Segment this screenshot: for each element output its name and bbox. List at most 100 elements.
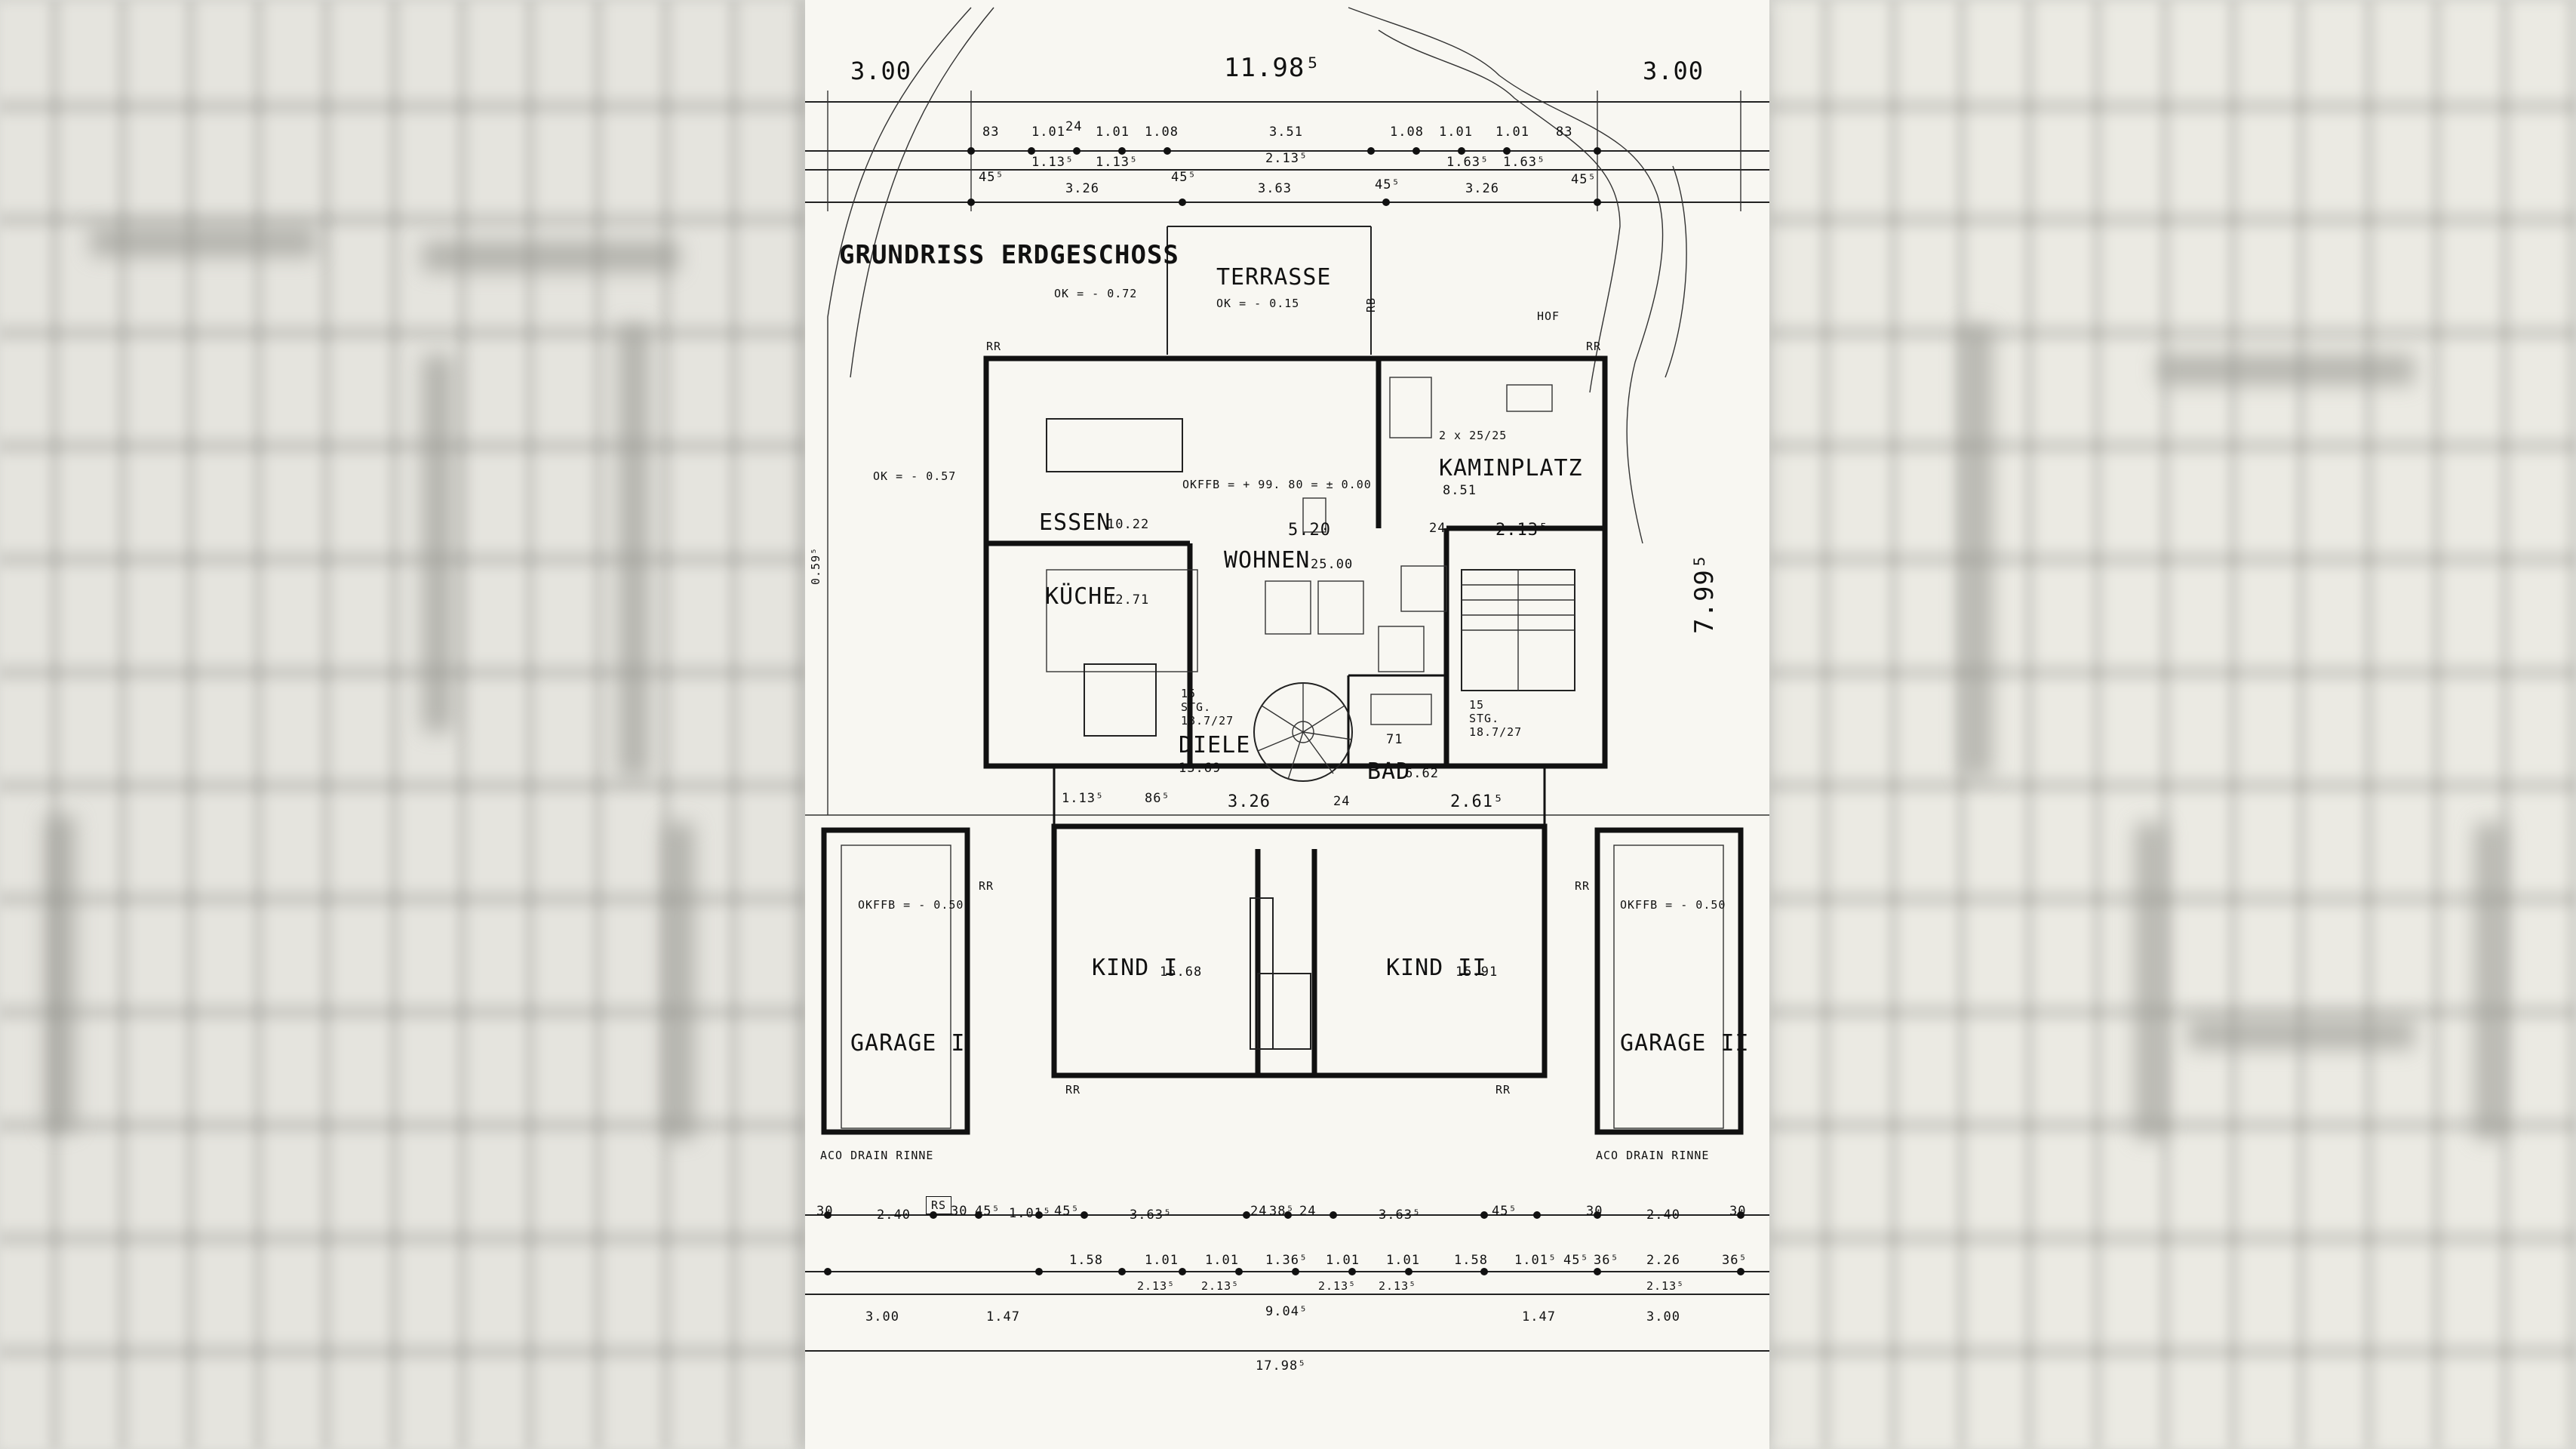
room-stair-right: 15 STG. 18.7/27: [1469, 698, 1523, 739]
dim-top-left: 3.00: [850, 57, 912, 85]
dim-bot-r3-4: 2.13⁵: [1646, 1279, 1685, 1293]
room-bad: BAD: [1367, 758, 1411, 785]
dim-top-center: 11.98⁵: [1224, 53, 1321, 83]
landscape-curves: [827, 7, 1687, 815]
dim-bot-r2-10: 2.26: [1646, 1253, 1680, 1268]
room-wohnen: WOHNEN: [1224, 547, 1311, 574]
dim-top-r1-0: 83: [982, 125, 1000, 140]
bottom-dimension-lines: [805, 1211, 1769, 1352]
dim-bot-r1-2: 30: [951, 1204, 968, 1219]
dim-bot-r1-10: 3.63⁵: [1379, 1208, 1422, 1223]
dim-top-r1-2: 24: [1065, 119, 1083, 134]
dim-bot-r3-0: 2.13⁵: [1137, 1279, 1176, 1293]
dim-bot-r2-9: 36⁵: [1594, 1253, 1619, 1268]
dim-bot-r3-3: 2.13⁵: [1379, 1279, 1417, 1293]
blur-shape: [619, 325, 649, 777]
dim-diele-2: 3.26: [1228, 792, 1271, 811]
marker-rb: RB: [1364, 297, 1379, 313]
dim-bot-r4-3: 1.47: [1522, 1309, 1556, 1324]
room-kaminplatz: KAMINPLATZ: [1439, 455, 1583, 481]
dim-bot-r2-8: 45⁵: [1563, 1253, 1589, 1268]
dim-bot-r4-4: 3.00: [1646, 1309, 1680, 1324]
dim-bot-r1-9: 24: [1299, 1204, 1317, 1219]
dim-top-r3-2: 45⁵: [1171, 170, 1197, 185]
blur-shape: [2135, 823, 2166, 1140]
room-wohnen-area: 25.00: [1311, 557, 1354, 572]
dim-top-r1-3: 1.01: [1096, 125, 1130, 140]
dim-top-r3-6: 45⁵: [1571, 172, 1597, 187]
room-kaminplatz-area: 8.51: [1443, 483, 1477, 498]
dim-bot-r2-5: 1.01: [1386, 1253, 1420, 1268]
dim-bot-r4-1: 1.47: [986, 1309, 1020, 1324]
dim-bot-r1-7: 24: [1250, 1204, 1268, 1219]
dim-diele-0: 1.13⁵: [1062, 791, 1105, 806]
dim-top-r3-0: 45⁵: [979, 170, 1004, 185]
blur-shape: [423, 242, 679, 272]
room-kaminplatz-dim: 2.13⁵: [1495, 521, 1550, 540]
note-aco-left: ACO DRAIN RINNE: [820, 1149, 934, 1162]
marker-rs: RS: [926, 1196, 952, 1214]
dim-bot-r1-14: 30: [1729, 1204, 1747, 1219]
dim-right-vertical: 7.99⁵: [1689, 552, 1720, 634]
level-main-floor: OKFFB = + 99. 80 = ± 0.00: [1182, 478, 1372, 491]
dim-top-r1-7: 1.01: [1439, 125, 1473, 140]
room-garage1: GARAGE I: [850, 1030, 966, 1057]
dim-diele-3: 24: [1333, 794, 1351, 809]
room-kueche-area: 12.71: [1107, 592, 1150, 608]
dim-top-r2-4: 1.63⁵: [1503, 155, 1546, 170]
room-garage2: GARAGE II: [1620, 1030, 1750, 1057]
room-kind2-area: 15.91: [1456, 964, 1499, 980]
room-hof: HOF: [1537, 309, 1560, 323]
marker-rr: RR: [1586, 340, 1602, 353]
marker-rr: RR: [986, 340, 1002, 353]
dim-bot-r2-3: 1.36⁵: [1265, 1253, 1308, 1268]
blur-shape: [2158, 355, 2415, 385]
blur-shape: [45, 815, 75, 1132]
dim-bot-r2-6: 1.58: [1454, 1253, 1488, 1268]
room-terrasse: TERRASSE: [1216, 264, 1332, 291]
marker-rr: RR: [1495, 1083, 1511, 1097]
level-garage-left: OKFFB = - 0.50: [858, 898, 964, 912]
dim-top-r3-5: 3.26: [1465, 181, 1499, 196]
dim-top-right: 3.00: [1643, 57, 1705, 85]
dim-bot-r2-4: 1.01: [1326, 1253, 1360, 1268]
blurred-background-left: [0, 0, 805, 1449]
blur-shape: [1962, 325, 1992, 777]
room-kueche: KÜCHE: [1045, 583, 1117, 610]
dim-top-r3-4: 45⁵: [1375, 177, 1400, 192]
dim-top-r1-6: 1.08: [1390, 125, 1424, 140]
dim-top-r1-9: 83: [1556, 125, 1573, 140]
room-kind1: KIND I: [1092, 955, 1179, 981]
dim-bot-r4-0: 3.00: [865, 1309, 899, 1324]
dim-top-r3-3: 3.63: [1258, 181, 1292, 196]
level-left: OK = - 0.57: [873, 469, 957, 483]
level-terrace: OK = - 0.15: [1216, 297, 1300, 310]
room-kind2: KIND II: [1386, 955, 1487, 981]
blurred-background-right: [1771, 0, 2576, 1449]
furniture: [1046, 377, 1553, 1050]
dim-bot-r1-12: 30: [1586, 1204, 1603, 1219]
dim-bot-r3-1: 2.13⁵: [1201, 1279, 1240, 1293]
room-wohnen-dim: 5.20: [1288, 521, 1331, 540]
blur-shape: [664, 823, 694, 1140]
dim-bot-r1-0: 30: [816, 1204, 834, 1219]
marker-rr: RR: [979, 879, 994, 893]
blur-shape: [423, 355, 453, 732]
room-essen: ESSEN: [1039, 509, 1111, 536]
room-bad-dim: 2.61⁵: [1450, 792, 1505, 811]
dim-bot-r1-4: 1.01⁵: [1009, 1206, 1052, 1221]
dim-bot-r2-1: 1.01: [1145, 1253, 1179, 1268]
plan-title: GRUNDRISS ERDGESCHOSS: [839, 240, 1179, 270]
dim-bot-r1-1: 2.40: [877, 1208, 911, 1223]
room-diele-area: 13.69: [1179, 761, 1222, 776]
top-dimension-lines: [805, 91, 1769, 211]
level-upper-left: OK = - 0.72: [1054, 287, 1138, 300]
dim-bot-r1-6: 3.63⁵: [1130, 1208, 1173, 1223]
room-bad-door: 71: [1386, 732, 1403, 747]
dim-top-r1-1: 1.01: [1031, 125, 1065, 140]
dim-top-r3-1: 3.26: [1065, 181, 1099, 196]
note-aco-right: ACO DRAIN RINNE: [1596, 1149, 1710, 1162]
dim-top-r1-4: 1.08: [1145, 125, 1179, 140]
garages: [821, 827, 1744, 1135]
dim-bot-total: 17.98⁵: [1256, 1358, 1307, 1374]
